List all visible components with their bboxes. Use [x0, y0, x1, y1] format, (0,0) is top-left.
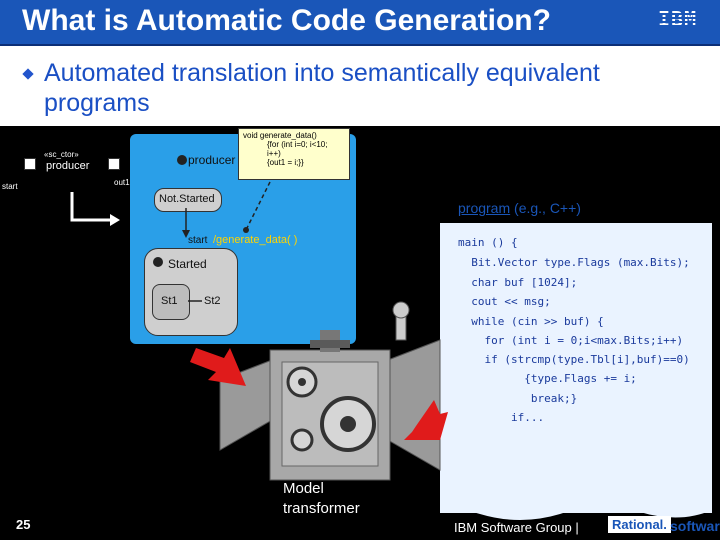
code-line-5: while (cin >> buf) {	[458, 315, 604, 328]
port-right-icon	[108, 158, 120, 170]
substate-transition-icon	[188, 300, 202, 302]
note-link-icon	[243, 181, 271, 233]
bullet-diamond-icon	[22, 68, 34, 80]
footer-group: IBM Software Group |	[454, 520, 579, 535]
ibm-logo: IBM	[658, 7, 698, 31]
title-divider	[0, 44, 720, 46]
out-label: out1	[114, 178, 130, 187]
code-line-7: if (strcmp(type.Tbl[i],buf)==0)	[458, 353, 690, 366]
transition-trigger: start	[188, 235, 208, 246]
connector-arrow-icon	[70, 192, 120, 226]
initial-state-dot-icon	[177, 155, 187, 165]
transition-arrow-icon	[182, 208, 190, 238]
transform-arrows-icon	[190, 348, 448, 440]
note-line-1: void generate_data()	[243, 131, 317, 140]
page-number: 25	[16, 517, 31, 532]
note-line-3: i++)	[267, 149, 281, 158]
substate-st1-label: St1	[161, 295, 178, 307]
capsule-stereotype: «sc_ctor»	[44, 150, 79, 159]
program-heading: program (e.g., C++)	[458, 200, 581, 216]
state-started-label: Started	[168, 257, 207, 271]
substate-st1: St1	[152, 284, 190, 320]
code-line-4: cout << msg;	[458, 295, 551, 308]
slide-title: What is Automatic Code Generation?	[22, 4, 551, 37]
transition-action: /generate_data( )	[213, 234, 298, 246]
code-note: void generate_data() {for (int i=0; i<10…	[238, 128, 350, 180]
note-line-4: {out1 = i;}}	[267, 158, 304, 167]
code-line-8: {type.Flags += i;	[458, 372, 637, 385]
program-heading-word: program	[458, 200, 511, 216]
producer-label: producer	[188, 153, 236, 167]
state-not-started: Not.Started	[154, 188, 222, 212]
port-left-icon	[24, 158, 36, 170]
program-heading-suffix: (e.g., C++)	[510, 200, 581, 216]
rational-logo: Rational.	[608, 516, 671, 533]
code-line-10: if...	[458, 411, 545, 424]
transformer-label-line1: Model	[283, 480, 324, 497]
capsule-name: producer	[46, 160, 90, 172]
transformer-label-line2: transformer	[283, 500, 360, 517]
code-line-3: char buf [1024];	[458, 276, 578, 289]
code-line-2: Bit.Vector type.Flags (max.Bits);	[458, 256, 690, 269]
title-bar	[0, 0, 720, 44]
code-line-6: for (int i = 0;i<max.Bits;i++)	[458, 334, 684, 347]
software-label: software	[670, 518, 720, 534]
program-document	[440, 223, 712, 513]
code-line-9: break;}	[458, 392, 578, 405]
bullet-text: Automated translation into semantically …	[44, 59, 600, 117]
start-label: start	[2, 182, 18, 191]
state-not-started-label: Not.Started	[159, 193, 215, 205]
code-line-1: main () {	[458, 236, 518, 249]
substate-st2-label: St2	[204, 295, 221, 307]
document-wave-edge-icon	[440, 500, 712, 520]
note-line-2: {for (int i=0; i<10;	[267, 140, 328, 149]
sub-initial-dot-icon	[153, 257, 163, 267]
